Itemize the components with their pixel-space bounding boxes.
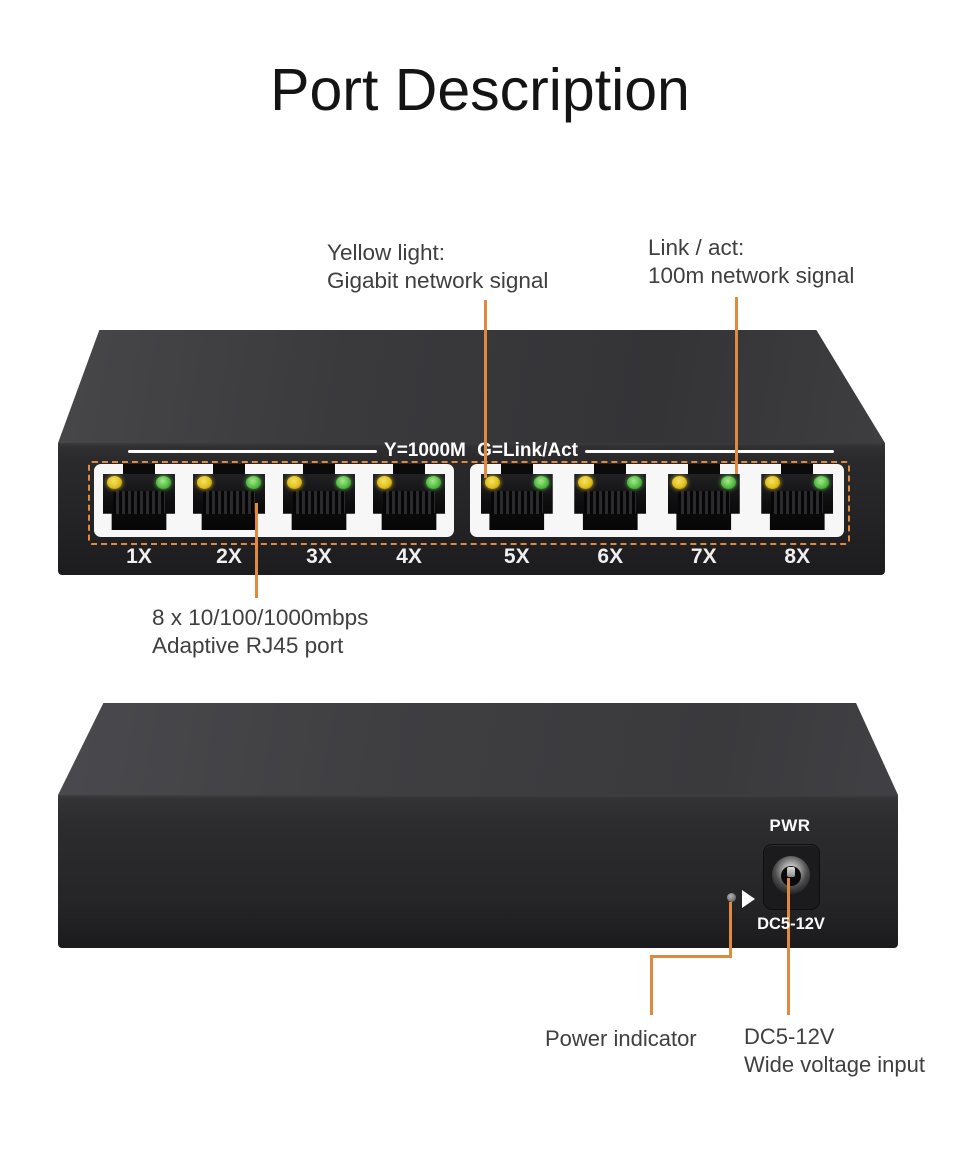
yellow-light-annotation: Yellow light: Gigabit network signal [327, 239, 548, 295]
yellow-led-icon [287, 476, 302, 489]
latch-notch [393, 464, 425, 474]
jack-pins [293, 491, 345, 514]
rj45-port-5 [470, 464, 564, 537]
latch-notch [123, 464, 155, 474]
pwr-label: PWR [769, 816, 811, 835]
rj45-port-4 [364, 464, 454, 537]
latch-notch [594, 464, 627, 474]
rj45-jack-icon [574, 474, 647, 530]
ports-highlight-frame [88, 461, 850, 545]
latch-notch [213, 464, 245, 474]
latch-notch [781, 464, 814, 474]
rj45-port-7 [657, 464, 751, 537]
rj45-port-2 [184, 464, 274, 537]
rj45-port-1 [94, 464, 184, 537]
green-led-icon [720, 476, 736, 489]
rj45-annotation: 8 x 10/100/1000mbps Adaptive RJ45 port [152, 604, 368, 660]
switch-back-face [58, 795, 898, 948]
rj45-jack-icon [103, 474, 175, 530]
green-led-icon [627, 476, 643, 489]
rj45-port-8 [751, 464, 845, 537]
callout-line-power-indicator-seg1 [729, 902, 732, 958]
latch-notch [303, 464, 335, 474]
link-act-annotation: Link / act: 100m network signal [648, 234, 854, 290]
callout-line-rj45 [255, 503, 258, 598]
yellow-led-icon [107, 476, 122, 489]
port-label-5: 5X [503, 545, 530, 568]
link-act-annotation-line1: Link / act: [648, 235, 745, 260]
green-led-icon [336, 476, 351, 489]
callout-line-power-indicator-seg2 [650, 955, 732, 958]
power-indicator-led-icon [727, 893, 736, 902]
jack-pins [383, 491, 435, 514]
dc-input-annotation-line2: Wide voltage input [744, 1052, 925, 1077]
yellow-led-icon [578, 476, 594, 489]
jack-pins [490, 491, 543, 514]
dc-jack-label: DC5-12V [757, 915, 825, 933]
yellow-led-icon [765, 476, 781, 489]
green-led-icon [156, 476, 171, 489]
green-led-icon [426, 476, 441, 489]
yellow-light-annotation-line1: Yellow light: [327, 240, 445, 265]
port-label-8: 8X [784, 545, 811, 568]
callout-line-power-indicator-seg3 [650, 958, 653, 1015]
switch-front-top-surface [58, 330, 885, 443]
yellow-led-icon [197, 476, 212, 489]
rj45-jack-icon [667, 474, 740, 530]
latch-notch [687, 464, 720, 474]
arrow-right-icon [742, 890, 755, 908]
led-legend: Y=1000M G=Link/Act [128, 440, 834, 461]
port-group-5-8 [470, 464, 844, 537]
jack-pins [203, 491, 255, 514]
rj45-annotation-line1: 8 x 10/100/1000mbps [152, 605, 369, 630]
port-labels-5-8: 5X 6X 7X 8X [470, 545, 844, 569]
port-label-1: 1X [126, 545, 152, 568]
port-label-4: 4X [396, 545, 422, 568]
callout-line-dc-input [787, 878, 790, 1015]
jack-pins [584, 491, 637, 514]
power-indicator-annotation: Power indicator [545, 1026, 697, 1051]
legend-line-left [128, 449, 378, 453]
green-led-icon [533, 476, 549, 489]
rj45-jack-icon [193, 474, 265, 530]
jack-pins [113, 491, 165, 514]
legend-text: Y=1000M G=Link/Act [384, 440, 578, 461]
yellow-led-icon [484, 476, 500, 489]
port-labels-1-4: 1X 2X 3X 4X [94, 545, 454, 569]
rj45-port-6 [564, 464, 658, 537]
rj45-jack-icon [480, 474, 553, 530]
yellow-led-icon [377, 476, 392, 489]
yellow-led-icon [671, 476, 687, 489]
legend-line-right [584, 449, 834, 453]
switch-back-top-surface [58, 703, 898, 795]
port-group-1-4 [94, 464, 454, 537]
dc-input-annotation-line1: DC5-12V [744, 1024, 835, 1049]
rj45-annotation-line2: Adaptive RJ45 port [152, 633, 344, 658]
port-label-2: 2X [216, 545, 242, 568]
port-label-6: 6X [597, 545, 624, 568]
jack-pins [677, 491, 730, 514]
port-label-7: 7X [690, 545, 717, 568]
rj45-jack-icon [283, 474, 355, 530]
dc-jack-pin [787, 867, 795, 877]
green-led-icon [246, 476, 261, 489]
latch-notch [500, 464, 533, 474]
rj45-jack-icon [373, 474, 445, 530]
rj45-port-3 [274, 464, 364, 537]
dc-input-annotation: DC5-12V Wide voltage input [744, 1023, 925, 1079]
jack-pins [771, 491, 824, 514]
yellow-light-annotation-line2: Gigabit network signal [327, 268, 549, 293]
callout-line-link-act [735, 297, 738, 474]
page-title: Port Description [270, 57, 690, 123]
port-label-3: 3X [306, 545, 332, 568]
green-led-icon [814, 476, 830, 489]
link-act-annotation-line2: 100m network signal [648, 263, 855, 288]
callout-line-yellow-light [484, 300, 487, 478]
rj45-jack-icon [761, 474, 834, 530]
